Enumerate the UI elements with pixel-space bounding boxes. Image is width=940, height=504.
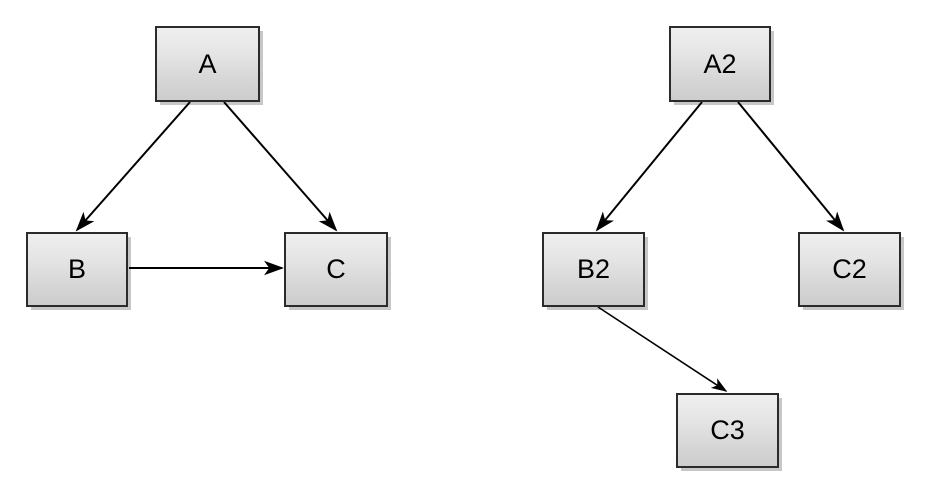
node-c3[interactable]: C3: [676, 393, 779, 468]
node-label-c: C: [326, 254, 346, 284]
node-label-c2: C2: [832, 254, 867, 284]
node-c[interactable]: C: [284, 232, 388, 307]
node-label-a: A: [198, 48, 217, 79]
edge-b2-to-c3[interactable]: [597, 306, 728, 392]
edge-a2-to-c2[interactable]: [737, 101, 845, 232]
node-label-b: B: [67, 254, 86, 284]
node-a[interactable]: A: [155, 26, 260, 102]
edge-a-to-c[interactable]: [223, 101, 338, 232]
node-label-c3: C3: [710, 415, 745, 445]
node-b2[interactable]: B2: [542, 232, 645, 307]
node-label-b2: B2: [576, 254, 611, 284]
edge-a2-to-b2[interactable]: [595, 101, 703, 232]
node-label-a2: A2: [703, 48, 737, 79]
edge-a-to-b[interactable]: [75, 101, 191, 232]
node-b[interactable]: B: [26, 232, 128, 307]
node-c2[interactable]: C2: [798, 232, 901, 307]
node-a2[interactable]: A2: [669, 26, 771, 102]
